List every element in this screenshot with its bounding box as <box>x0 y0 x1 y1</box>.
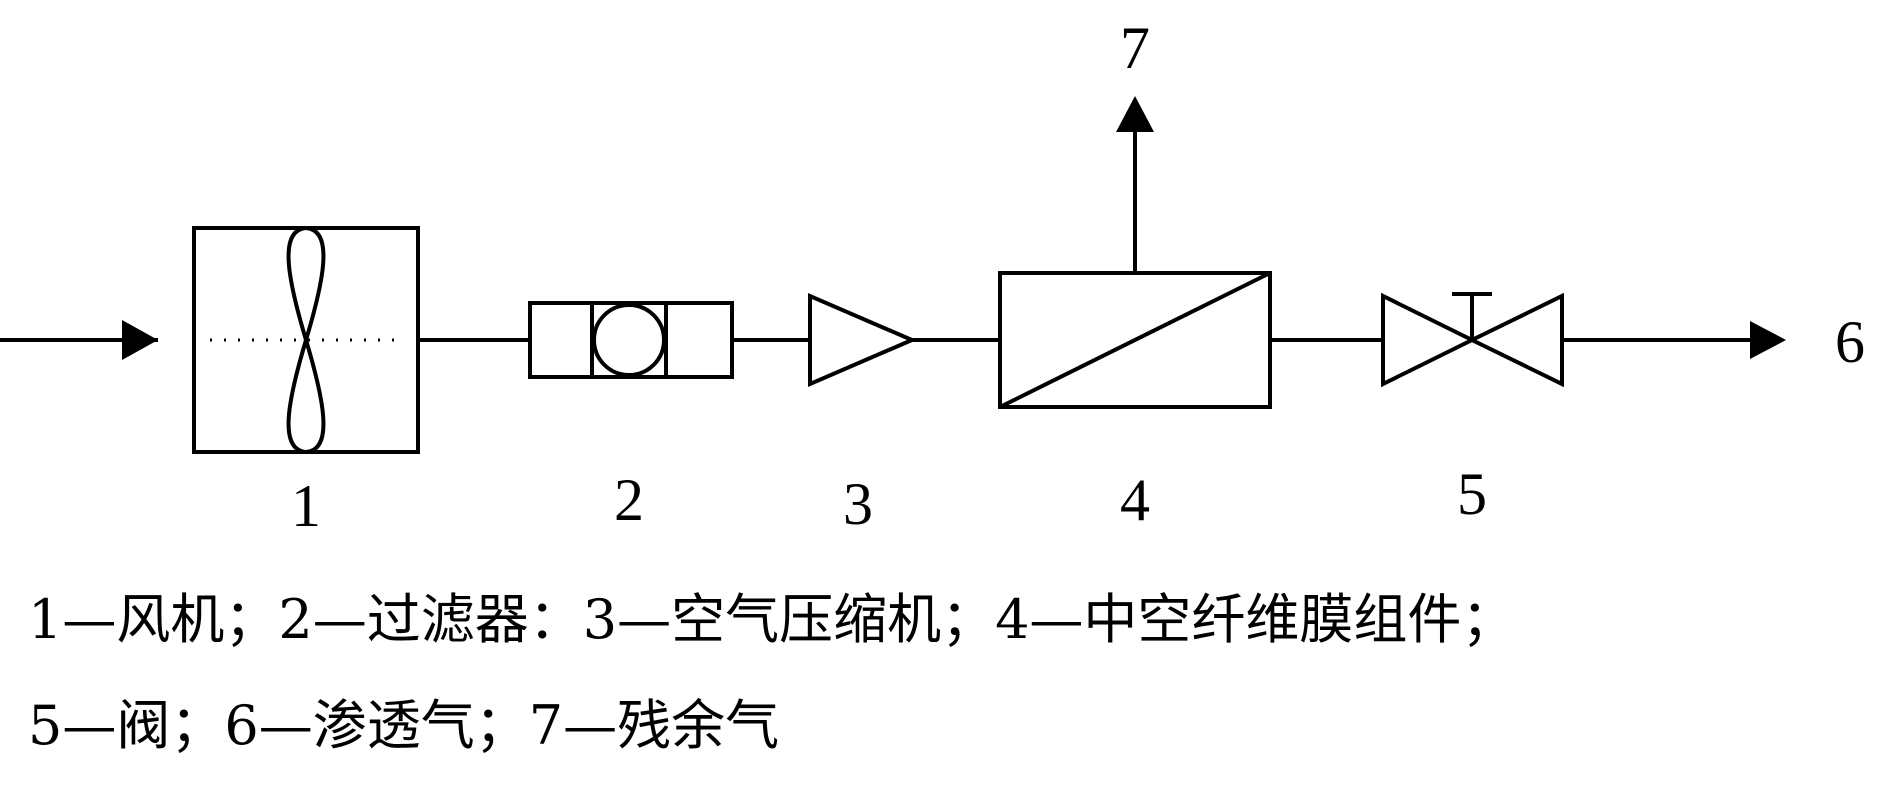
fan-symbol <box>192 225 420 455</box>
label-valve: 5 <box>1457 461 1487 527</box>
legend-line-2: 5—阀；6—渗透气；7—残余气 <box>28 694 780 757</box>
permeate-flow-arrow <box>1562 321 1786 359</box>
label-membrane: 4 <box>1120 467 1150 533</box>
inlet-flow-line <box>0 320 158 360</box>
label-fan: 1 <box>291 473 321 539</box>
filter-symbol <box>528 301 734 379</box>
membrane-module-symbol <box>998 271 1272 409</box>
label-retentate: 7 <box>1120 15 1150 81</box>
process-flow-diagram: 1 2 3 4 5 6 7 <box>0 15 1865 539</box>
label-compressor: 3 <box>843 471 873 537</box>
label-filter: 2 <box>614 467 644 533</box>
retentate-flow-arrow <box>1116 96 1154 273</box>
compressor-symbol <box>808 292 918 388</box>
valve-symbol <box>1381 292 1564 388</box>
label-permeate: 6 <box>1835 309 1865 375</box>
legend-line-1: 1—风机；2—过滤器：3—空气压缩机；4—中空纤维膜组件； <box>28 588 1516 651</box>
